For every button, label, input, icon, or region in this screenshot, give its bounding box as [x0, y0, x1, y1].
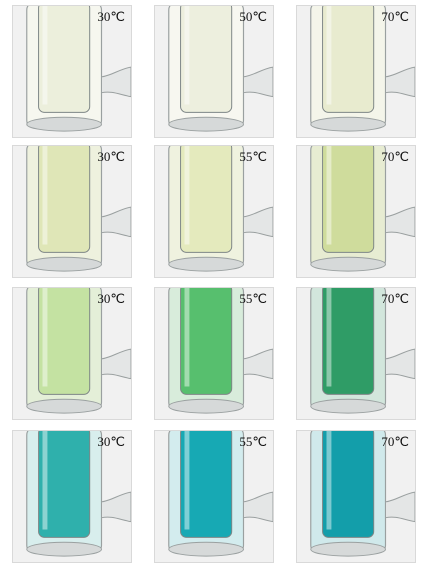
- tube-illustration: [13, 6, 131, 137]
- tube-illustration: [155, 288, 273, 419]
- side-arm: [385, 66, 415, 98]
- tube-photo-4-1: 30℃: [12, 430, 132, 563]
- side-arm: [385, 491, 415, 523]
- side-arm: [101, 66, 131, 98]
- tube-illustration: [155, 146, 273, 277]
- temperature-label: 70℃: [381, 149, 409, 164]
- tube-photo-3-2: 55℃: [154, 287, 274, 420]
- side-arm: [385, 348, 415, 380]
- tube-illustration: [297, 431, 415, 562]
- temperature-label: 70℃: [381, 434, 409, 449]
- inner-tube-liquid: [180, 6, 233, 113]
- tube-photo-3-3: 70℃: [296, 287, 416, 420]
- side-arm: [243, 491, 273, 523]
- temperature-label: 55℃: [239, 434, 267, 449]
- tube-photo-1-2: 50℃: [154, 5, 274, 138]
- inner-tube-liquid: [180, 431, 233, 538]
- tube-base: [26, 256, 102, 272]
- tube-illustration: [155, 6, 273, 137]
- side-arm: [243, 66, 273, 98]
- temperature-label: 30℃: [97, 9, 125, 24]
- side-arm: [243, 348, 273, 380]
- side-arm: [101, 491, 131, 523]
- tube-base: [168, 541, 244, 557]
- glass-highlight: [184, 431, 190, 530]
- side-arm: [101, 206, 131, 238]
- tube-photo-2-3: 70℃: [296, 145, 416, 278]
- temperature-label: 70℃: [381, 9, 409, 24]
- tube-base: [310, 398, 386, 414]
- temperature-label: 30℃: [97, 149, 125, 164]
- tube-illustration: [155, 431, 273, 562]
- tube-illustration: [297, 288, 415, 419]
- side-arm: [385, 206, 415, 238]
- tube-photo-4-3: 70℃: [296, 430, 416, 563]
- glass-highlight: [42, 6, 48, 105]
- inner-tube-liquid: [38, 288, 91, 395]
- temperature-label: 50℃: [239, 9, 267, 24]
- glass-highlight: [184, 146, 190, 245]
- tube-photo-1-1: 30℃: [12, 5, 132, 138]
- glass-highlight: [326, 288, 332, 387]
- inner-tube-liquid: [322, 6, 375, 113]
- inner-tube-liquid: [38, 6, 91, 113]
- glass-highlight: [184, 6, 190, 105]
- tube-base: [310, 541, 386, 557]
- tube-photo-2-1: 30℃: [12, 145, 132, 278]
- side-arm: [243, 206, 273, 238]
- inner-tube-liquid: [322, 146, 375, 253]
- glass-highlight: [326, 431, 332, 530]
- inner-tube-liquid: [180, 288, 233, 395]
- inner-tube-liquid: [322, 288, 375, 395]
- tube-illustration: [13, 431, 131, 562]
- inner-tube-liquid: [38, 146, 91, 253]
- tube-base: [310, 256, 386, 272]
- glass-highlight: [42, 431, 48, 530]
- inner-tube-liquid: [38, 431, 91, 538]
- tube-base: [26, 541, 102, 557]
- temperature-label: 70℃: [381, 291, 409, 306]
- tube-photo-1-3: 70℃: [296, 5, 416, 138]
- tube-illustration: [297, 146, 415, 277]
- tube-base: [168, 398, 244, 414]
- glass-highlight: [42, 288, 48, 387]
- inner-tube-liquid: [322, 431, 375, 538]
- temperature-label: 30℃: [97, 291, 125, 306]
- tube-base: [26, 116, 102, 132]
- temperature-label: 55℃: [239, 149, 267, 164]
- glass-highlight: [326, 6, 332, 105]
- side-arm: [101, 348, 131, 380]
- tube-photo-3-1: 30℃: [12, 287, 132, 420]
- tube-base: [168, 256, 244, 272]
- tube-illustration: [297, 6, 415, 137]
- glass-highlight: [184, 288, 190, 387]
- tube-illustration: [13, 288, 131, 419]
- glass-highlight: [42, 146, 48, 245]
- tube-base: [26, 398, 102, 414]
- tube-base: [310, 116, 386, 132]
- tube-photo-4-2: 55℃: [154, 430, 274, 563]
- tube-illustration: [13, 146, 131, 277]
- glass-highlight: [326, 146, 332, 245]
- tube-photo-2-2: 55℃: [154, 145, 274, 278]
- inner-tube-liquid: [180, 146, 233, 253]
- temperature-label: 55℃: [239, 291, 267, 306]
- temperature-label: 30℃: [97, 434, 125, 449]
- tube-base: [168, 116, 244, 132]
